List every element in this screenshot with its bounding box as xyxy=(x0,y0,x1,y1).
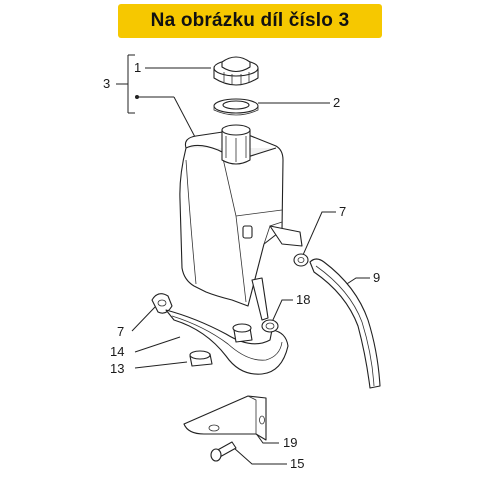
tank-mount-tab xyxy=(269,225,303,247)
callout-15: 15 xyxy=(290,456,304,471)
rubber-block-part-13 xyxy=(189,350,213,367)
bracket-part-19 xyxy=(183,395,267,441)
bolt-part-15 xyxy=(210,441,237,462)
tank-small-stud xyxy=(242,225,253,239)
callout-18: 18 xyxy=(296,292,310,307)
hose-part-14 xyxy=(165,309,289,375)
gasket-part-2 xyxy=(213,98,259,116)
grommet-part-7-left xyxy=(151,293,173,314)
banner-title: Na obrázku díl číslo 3 xyxy=(150,10,350,31)
title-banner: Na obrázku díl číslo 3 xyxy=(118,4,382,38)
tank-body xyxy=(179,124,303,321)
callout-14: 14 xyxy=(110,344,124,359)
callout-9: 9 xyxy=(373,270,380,285)
callout-3: 3 xyxy=(103,76,110,91)
hose-part-9 xyxy=(309,258,381,389)
callout-19: 19 xyxy=(283,435,297,450)
leader-lines xyxy=(131,67,370,465)
callout-7-right: 7 xyxy=(339,204,346,219)
grommet-part-7-right xyxy=(293,253,309,267)
callout-1: 1 xyxy=(134,60,141,75)
callout-13: 13 xyxy=(110,361,124,376)
cap-part-1 xyxy=(213,56,259,86)
clamp-part-18 xyxy=(261,319,279,333)
callout-7-left: 7 xyxy=(117,324,124,339)
callout-2: 2 xyxy=(333,95,340,110)
rubber-grommet-center xyxy=(232,323,253,343)
tank-outlet-nipple xyxy=(251,277,269,321)
